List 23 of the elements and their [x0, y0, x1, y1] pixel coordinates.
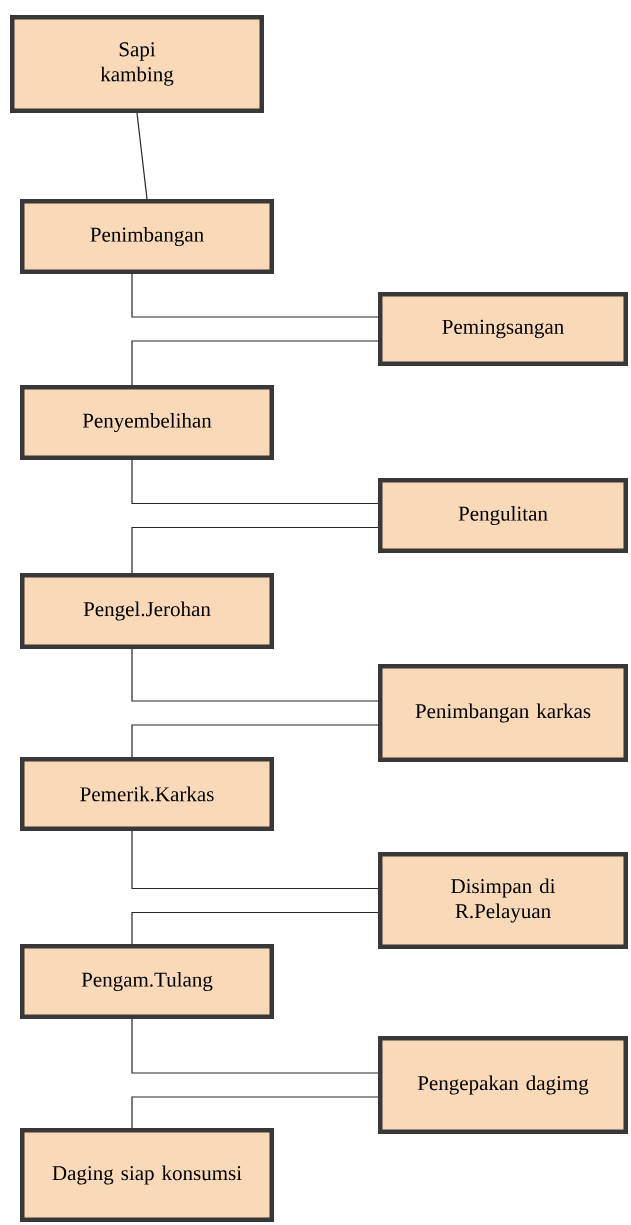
connector-line: [131, 724, 379, 758]
process-box: Pemerik.Karkas: [20, 757, 274, 831]
connector-line: [131, 340, 379, 386]
connector-line: [131, 273, 379, 318]
process-box: Daging siap konsumsi: [20, 1128, 274, 1222]
process-box: Penimbangan karkas: [378, 664, 628, 762]
connector-line: [131, 1018, 379, 1074]
process-box: Penimbangan: [20, 199, 274, 274]
process-box: Pengulitan: [378, 478, 628, 553]
process-box: Penyembelihan: [20, 385, 274, 460]
process-box: Pengel.Jerohan: [20, 573, 274, 649]
process-box: Sapi kambing: [10, 15, 264, 113]
connector-line: [131, 911, 379, 945]
process-box: Pengam.Tulang: [20, 944, 274, 1019]
process-box: Disimpan di R.Pelayuan: [378, 852, 628, 949]
connector-line: [131, 526, 379, 574]
process-box: Pemingsangan: [378, 292, 628, 366]
connector-line: [131, 1096, 379, 1129]
connector-line: [131, 648, 379, 702]
connector-line: [136, 112, 148, 200]
process-box: Pengepakan dagimg: [378, 1036, 628, 1134]
connector-line: [131, 459, 379, 505]
connector-line: [131, 830, 379, 890]
